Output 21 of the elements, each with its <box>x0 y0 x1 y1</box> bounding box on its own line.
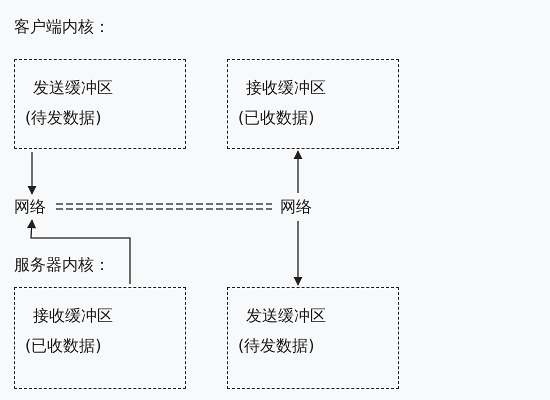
arrow <box>293 150 303 193</box>
network-label: 网络 <box>14 197 46 217</box>
arrow <box>27 152 37 195</box>
buffer-title: 发送缓冲区 <box>33 78 113 98</box>
buffer-box <box>227 287 399 389</box>
arrow <box>27 219 131 284</box>
buffer-box <box>227 59 399 149</box>
arrow <box>293 221 303 286</box>
buffer-box <box>14 287 186 389</box>
buffer-note: (已收数据) <box>238 108 314 128</box>
double-line <box>55 203 273 210</box>
buffer-box <box>14 59 186 149</box>
buffer-note: (待发数据) <box>25 108 102 128</box>
buffer-note: (待发数据) <box>238 336 314 356</box>
buffer-title: 接收缓冲区 <box>246 78 326 98</box>
section-heading: 服务器内核： <box>14 255 110 275</box>
network-label: 网络 <box>280 197 312 217</box>
buffer-title: 发送缓冲区 <box>246 306 326 326</box>
buffer-note: (已收数据) <box>25 336 102 356</box>
buffer-title: 接收缓冲区 <box>33 306 113 326</box>
section-heading: 客户端内核： <box>14 17 110 37</box>
